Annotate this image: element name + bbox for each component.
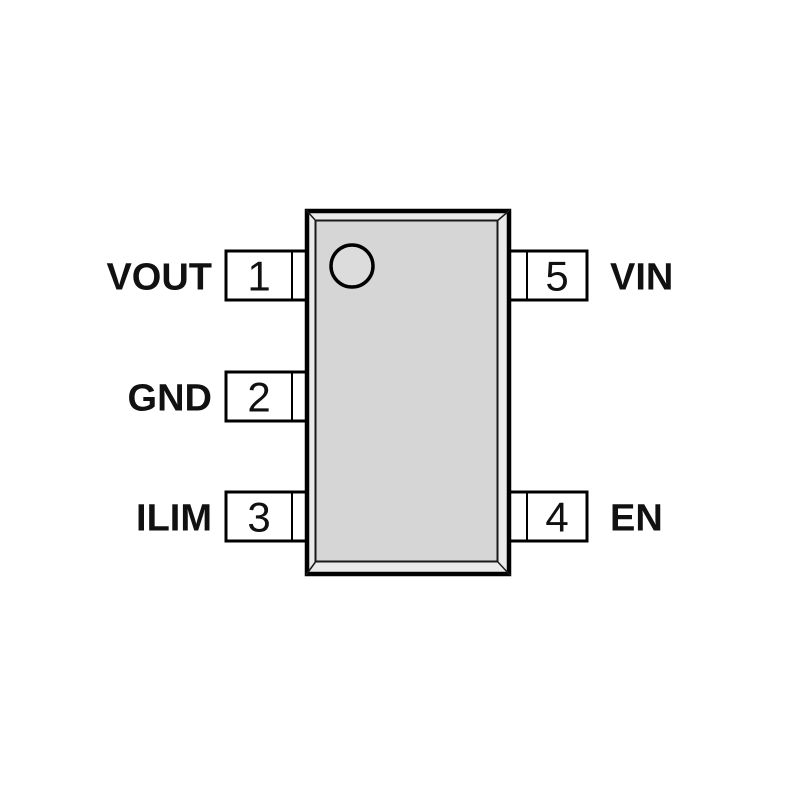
pin1-indicator-icon [329,243,375,289]
pin-2-number: 2 [247,374,270,421]
pin-2: 2 [224,370,309,423]
bevel-corner-top-right [496,209,511,223]
pin-2-box [224,370,309,423]
pin-3-box [224,490,309,543]
pin-3: 3 [224,490,309,543]
pin-label-en: EN [610,498,663,540]
pin-4-number: 4 [545,494,568,541]
pin-4: 4 [507,490,589,543]
pin-label-vin: VIN [610,257,673,299]
ic-body [304,208,512,577]
pin-5-box [507,249,589,302]
pin-1-box [224,249,309,302]
pin-1: 1 [224,249,309,302]
pin-5-number: 5 [545,253,568,300]
pin-3-number: 3 [247,494,270,541]
pin-1-number: 1 [247,253,270,300]
pin-label-ilim: ILIM [136,498,212,540]
pin-label-vout: VOUT [106,257,212,299]
pin-label-gnd: GND [128,378,212,420]
pin-5: 5 [507,249,589,302]
bevel-corner-bottom-right [495,559,511,576]
bevel-corner-bottom-left [305,560,318,576]
bevel-corner-top-left [305,209,318,223]
